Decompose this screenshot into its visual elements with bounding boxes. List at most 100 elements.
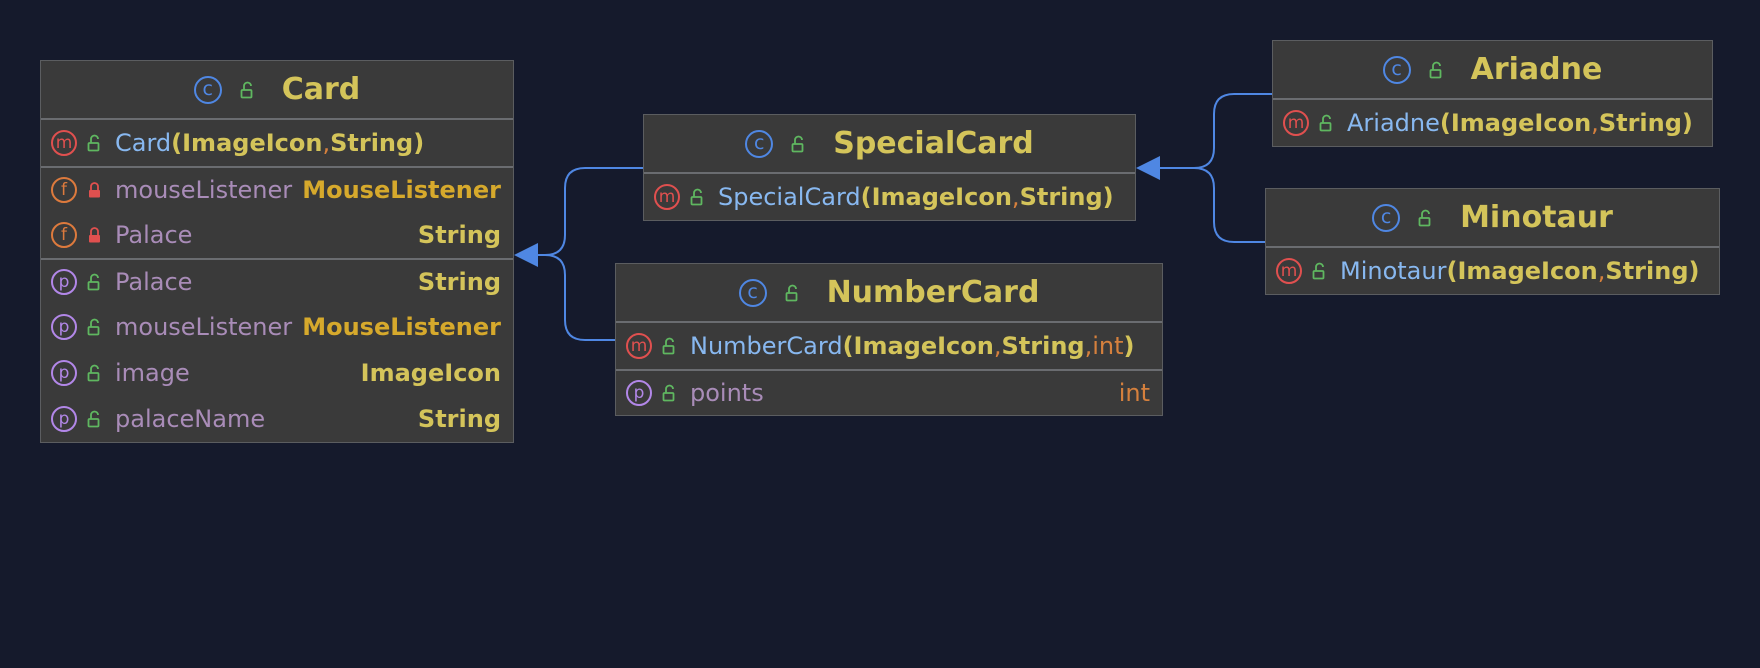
field-f-icon: f xyxy=(51,222,77,248)
param-type: ImageIcon xyxy=(182,129,323,157)
constructor-row[interactable]: m Ariadne(ImageIcon, String) xyxy=(1273,100,1712,146)
field-row[interactable]: f mouseListener MouseListener xyxy=(41,166,513,212)
unlocked-icon xyxy=(690,188,706,206)
property-type: String xyxy=(417,405,501,433)
unlocked-icon xyxy=(87,134,103,152)
class-c-icon: c xyxy=(1382,55,1411,84)
class-name: Ariadne xyxy=(1470,52,1603,87)
class-minotaur-header[interactable]: c Minotaur xyxy=(1266,189,1719,248)
constructor-row[interactable]: m Card(ImageIcon, String) xyxy=(41,120,513,166)
edge-minotaur-to-specialcard xyxy=(1160,167,1265,243)
property-row[interactable]: p image ImageIcon xyxy=(41,350,513,396)
param-type: String xyxy=(1598,109,1682,137)
class-name: SpecialCard xyxy=(833,126,1034,161)
class-name: Minotaur xyxy=(1460,200,1613,235)
unlocked-icon xyxy=(87,318,103,336)
property-row[interactable]: p Palace String xyxy=(41,258,513,304)
class-c-icon: c xyxy=(738,278,767,307)
inheritance-arrowhead-card xyxy=(514,243,538,267)
class-specialcard-header[interactable]: c SpecialCard xyxy=(644,115,1135,174)
class-c-icon: c xyxy=(1372,203,1401,232)
field-type: String xyxy=(417,221,501,249)
class-numbercard[interactable]: c NumberCard m NumberCard(ImageIcon, Str… xyxy=(615,263,1163,416)
class-card-header[interactable]: c Card xyxy=(41,61,513,120)
paren-open: ( xyxy=(842,332,854,360)
constructor-name: Minotaur xyxy=(1340,257,1447,285)
edge-ariadne-to-specialcard xyxy=(1160,93,1272,169)
field-name: mouseListener xyxy=(115,176,293,204)
field-type: MouseListener xyxy=(302,176,501,204)
method-m-icon: m xyxy=(1276,258,1302,284)
unlocked-icon xyxy=(662,337,678,355)
property-p-icon: p xyxy=(51,360,77,386)
class-ariadne[interactable]: c Ariadne m Ariadne(ImageIcon, String) xyxy=(1272,40,1713,147)
unlocked-icon xyxy=(1319,114,1335,132)
param-separator: , xyxy=(993,332,1002,360)
param-type: String xyxy=(1019,183,1103,211)
method-m-icon: m xyxy=(654,184,680,210)
constructor-name: Card xyxy=(115,129,172,157)
class-minotaur[interactable]: c Minotaur m Minotaur(ImageIcon, String) xyxy=(1265,188,1720,295)
constructor-name: NumberCard xyxy=(690,332,843,360)
field-f-icon: f xyxy=(51,177,77,203)
unlocked-icon xyxy=(87,410,103,428)
property-row[interactable]: p palaceName String xyxy=(41,396,513,442)
paren-open: ( xyxy=(1439,109,1451,137)
param-type: int xyxy=(1092,332,1124,360)
unlocked-icon xyxy=(662,384,678,402)
param-separator: , xyxy=(1591,109,1599,137)
paren-close: ) xyxy=(1102,183,1114,211)
class-numbercard-header[interactable]: c NumberCard xyxy=(616,264,1162,323)
class-name: Card xyxy=(281,72,361,107)
constructor-name: SpecialCard xyxy=(718,183,861,211)
property-row[interactable]: p mouseListener MouseListener xyxy=(41,304,513,350)
constructor-row[interactable]: m SpecialCard(ImageIcon, String) xyxy=(644,174,1135,220)
param-separator: , xyxy=(322,129,331,157)
locked-icon xyxy=(87,226,103,244)
class-specialcard[interactable]: c SpecialCard m SpecialCard(ImageIcon, S… xyxy=(643,114,1136,221)
paren-open: ( xyxy=(1446,257,1458,285)
param-separator: , xyxy=(1597,257,1606,285)
class-card[interactable]: c Card m Card(ImageIcon, String) f mouse… xyxy=(40,60,514,443)
constructor-row[interactable]: m Minotaur(ImageIcon, String) xyxy=(1266,248,1719,294)
unlocked-icon xyxy=(87,273,103,291)
paren-close: ) xyxy=(1123,332,1135,360)
class-ariadne-header[interactable]: c Ariadne xyxy=(1273,41,1712,100)
unlocked-icon xyxy=(87,364,103,382)
unlocked-icon xyxy=(1418,209,1434,227)
paren-open: ( xyxy=(860,183,872,211)
unlocked-icon xyxy=(791,135,807,153)
constructor-row[interactable]: m NumberCard(ImageIcon, String, int) xyxy=(616,323,1162,369)
param-type: ImageIcon xyxy=(1450,109,1592,137)
property-p-icon: p xyxy=(51,314,77,340)
param-type: String xyxy=(1605,257,1689,285)
method-m-icon: m xyxy=(51,130,77,156)
paren-close: ) xyxy=(1681,109,1693,137)
paren-close: ) xyxy=(1688,257,1700,285)
class-name: NumberCard xyxy=(826,275,1040,310)
paren-close: ) xyxy=(413,129,425,157)
class-c-icon: c xyxy=(745,129,774,158)
property-type: ImageIcon xyxy=(360,359,501,387)
property-row[interactable]: p points int xyxy=(616,369,1162,415)
class-c-icon: c xyxy=(193,75,222,104)
param-type: ImageIcon xyxy=(871,183,1012,211)
property-name: image xyxy=(115,359,190,387)
unlocked-icon xyxy=(1429,61,1445,79)
property-type: MouseListener xyxy=(302,313,501,341)
locked-icon xyxy=(87,181,103,199)
param-type: ImageIcon xyxy=(853,332,994,360)
paren-open: ( xyxy=(171,129,183,157)
edge-specialcard-to-card xyxy=(536,167,643,256)
property-p-icon: p xyxy=(51,406,77,432)
field-row[interactable]: f Palace String xyxy=(41,212,513,258)
property-type: String xyxy=(417,268,501,296)
unlocked-icon xyxy=(240,81,256,99)
param-type: String xyxy=(330,129,414,157)
property-p-icon: p xyxy=(51,269,77,295)
param-type: ImageIcon xyxy=(1457,257,1598,285)
property-name: palaceName xyxy=(115,405,266,433)
field-name: Palace xyxy=(115,221,193,249)
unlocked-icon xyxy=(1312,262,1328,280)
